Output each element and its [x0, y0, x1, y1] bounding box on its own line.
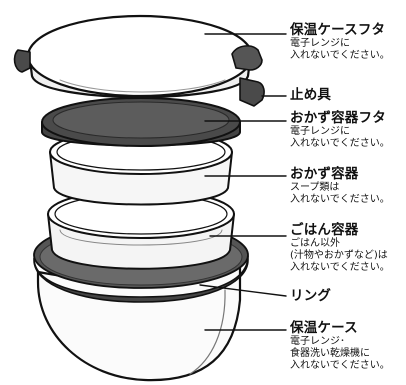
- label-side-dish-container: おかず容器 スープ類は 入れないでください。: [290, 166, 390, 206]
- label-title: ごはん容器: [290, 222, 359, 238]
- label-insulated-case-lid: 保温ケースフタ 電子レンジに 入れないでください。: [290, 22, 390, 62]
- note-line: 電子レンジ･: [290, 336, 345, 347]
- label-ring: リング: [290, 288, 331, 304]
- note-line: スープ類は: [290, 182, 340, 193]
- label-title: 保温ケース: [290, 320, 358, 336]
- label-note: 電子レンジに 入れないでください。: [290, 38, 390, 62]
- note-line: 入れないでください。: [290, 360, 390, 371]
- label-title: 保温ケースフタ: [290, 22, 386, 38]
- label-clasp: 止め具: [290, 87, 331, 103]
- note-line: 入れないでください。: [290, 138, 390, 149]
- note-line: 食器洗い乾燥機に: [290, 348, 370, 359]
- label-rice-container: ごはん容器 ごはん以外 (汁物やおかずなど)は 入れないでください。: [290, 222, 390, 274]
- note-line: 電子レンジに: [290, 126, 350, 137]
- note-line: 入れないでください。: [290, 262, 390, 273]
- note-line: (汁物やおかずなど)は: [290, 250, 388, 261]
- clasp: [239, 77, 265, 107]
- label-side-dish-lid: おかず容器フタ 電子レンジに 入れないでください。: [290, 110, 390, 150]
- note-line: 入れないでください。: [290, 194, 390, 205]
- label-note: ごはん以外 (汁物やおかずなど)は 入れないでください。: [290, 238, 390, 274]
- label-title: リング: [290, 288, 332, 304]
- note-line: 電子レンジに: [290, 38, 350, 49]
- label-insulated-case: 保温ケース 電子レンジ･ 食器洗い乾燥機に 入れないでください。: [290, 320, 390, 372]
- leader-lines: [199, 33, 287, 331]
- note-line: ごはん以外: [290, 238, 340, 249]
- label-note: 電子レンジ･ 食器洗い乾燥機に 入れないでください。: [290, 336, 390, 372]
- label-note: 電子レンジに 入れないでください。: [290, 126, 390, 150]
- label-title: 止め具: [290, 87, 332, 103]
- label-title: おかず容器: [290, 166, 359, 182]
- note-line: 入れないでください。: [290, 50, 390, 61]
- insulated-case-lid: [13, 14, 263, 99]
- label-note: スープ類は 入れないでください。: [290, 182, 390, 206]
- side-dish-lid: [41, 97, 241, 147]
- label-title: おかず容器フタ: [290, 110, 386, 126]
